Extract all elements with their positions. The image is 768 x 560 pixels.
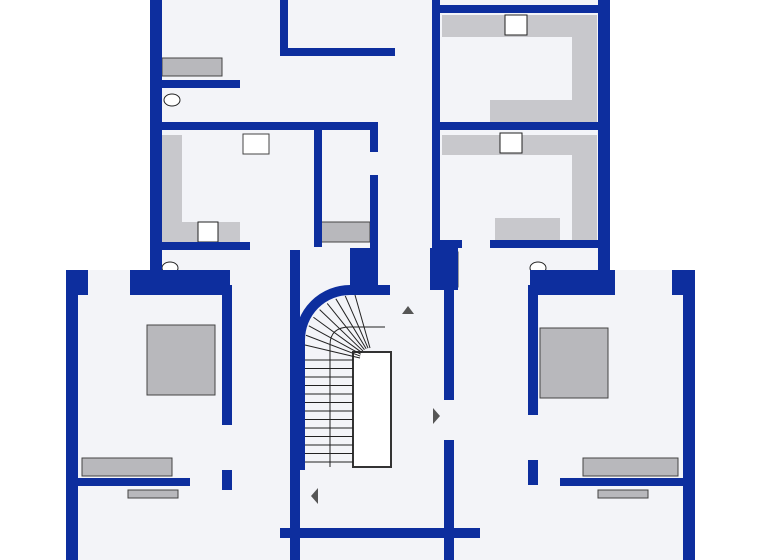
wall [70,478,190,486]
stair-outer-wall [295,285,390,470]
arrow-up-icon [402,306,414,314]
wall [444,290,454,400]
wall [150,122,370,130]
desk-right [597,489,649,499]
bed-left [146,324,216,396]
kitchen-right-counter-bottom [490,100,595,122]
wall [672,270,695,295]
wall [528,285,538,415]
wall [490,240,608,248]
wall [280,0,288,55]
stair-step [319,309,364,352]
wall [370,122,378,152]
wall [598,0,610,275]
kitchen-right2-counter-side [572,135,597,240]
cabinet-mid [319,221,371,243]
wall [150,0,162,275]
wall [280,48,395,56]
stair-step [354,294,371,349]
wardrobe-left [81,457,173,477]
wall [432,5,607,13]
wall [683,270,695,560]
toilet-left-upper [163,93,181,107]
stove-right1 [504,14,528,36]
wall [350,248,378,290]
wall [222,285,232,425]
kitchen-right2-counter-bottom [495,218,560,240]
wall [314,122,322,247]
wall [432,240,462,248]
stair-step [308,325,362,355]
wall [222,470,232,490]
wall [66,270,88,295]
arrow-right-icon [433,408,440,424]
wall [528,460,538,485]
wall [430,248,458,290]
table [242,133,270,155]
wall [432,122,607,130]
wall [280,528,480,538]
wall [560,478,690,486]
staircase [295,285,440,504]
wall [370,175,378,287]
stairwell-void [352,351,392,468]
stair-direction-arrow [329,326,385,467]
stair-step [326,303,365,350]
stair-step [313,316,362,353]
stair-step [305,334,361,357]
kitchen-left-counter [160,135,182,243]
stair-step [344,295,369,349]
walls [66,0,695,560]
wall [290,250,300,560]
stair-step [335,298,367,350]
wall [530,270,615,295]
bed-right [539,327,609,399]
arrow-left-icon [311,488,318,504]
wall [150,242,250,250]
stove-right2 [499,132,523,154]
wardrobe-right [582,457,679,477]
desk-left [127,489,179,499]
stair-step [304,344,361,359]
wall [130,270,230,295]
wall [150,80,240,88]
stair-steps [304,294,371,463]
wall [444,440,454,560]
wall [432,0,440,240]
wall [66,270,78,560]
cabinet-upper-left [161,57,223,77]
stove-left [197,221,219,243]
